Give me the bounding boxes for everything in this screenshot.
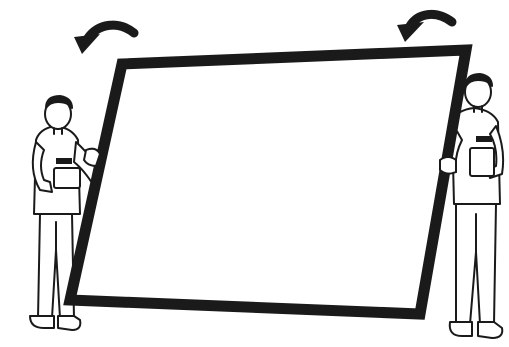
badge-icon [476,136,492,142]
right-person-hand [440,157,456,174]
rotate-arrow-right-icon [397,14,452,42]
badge-icon [56,158,72,164]
panel-frame [70,50,466,314]
left-person-hand [84,149,100,166]
rotate-arrow-left-icon [74,25,134,54]
